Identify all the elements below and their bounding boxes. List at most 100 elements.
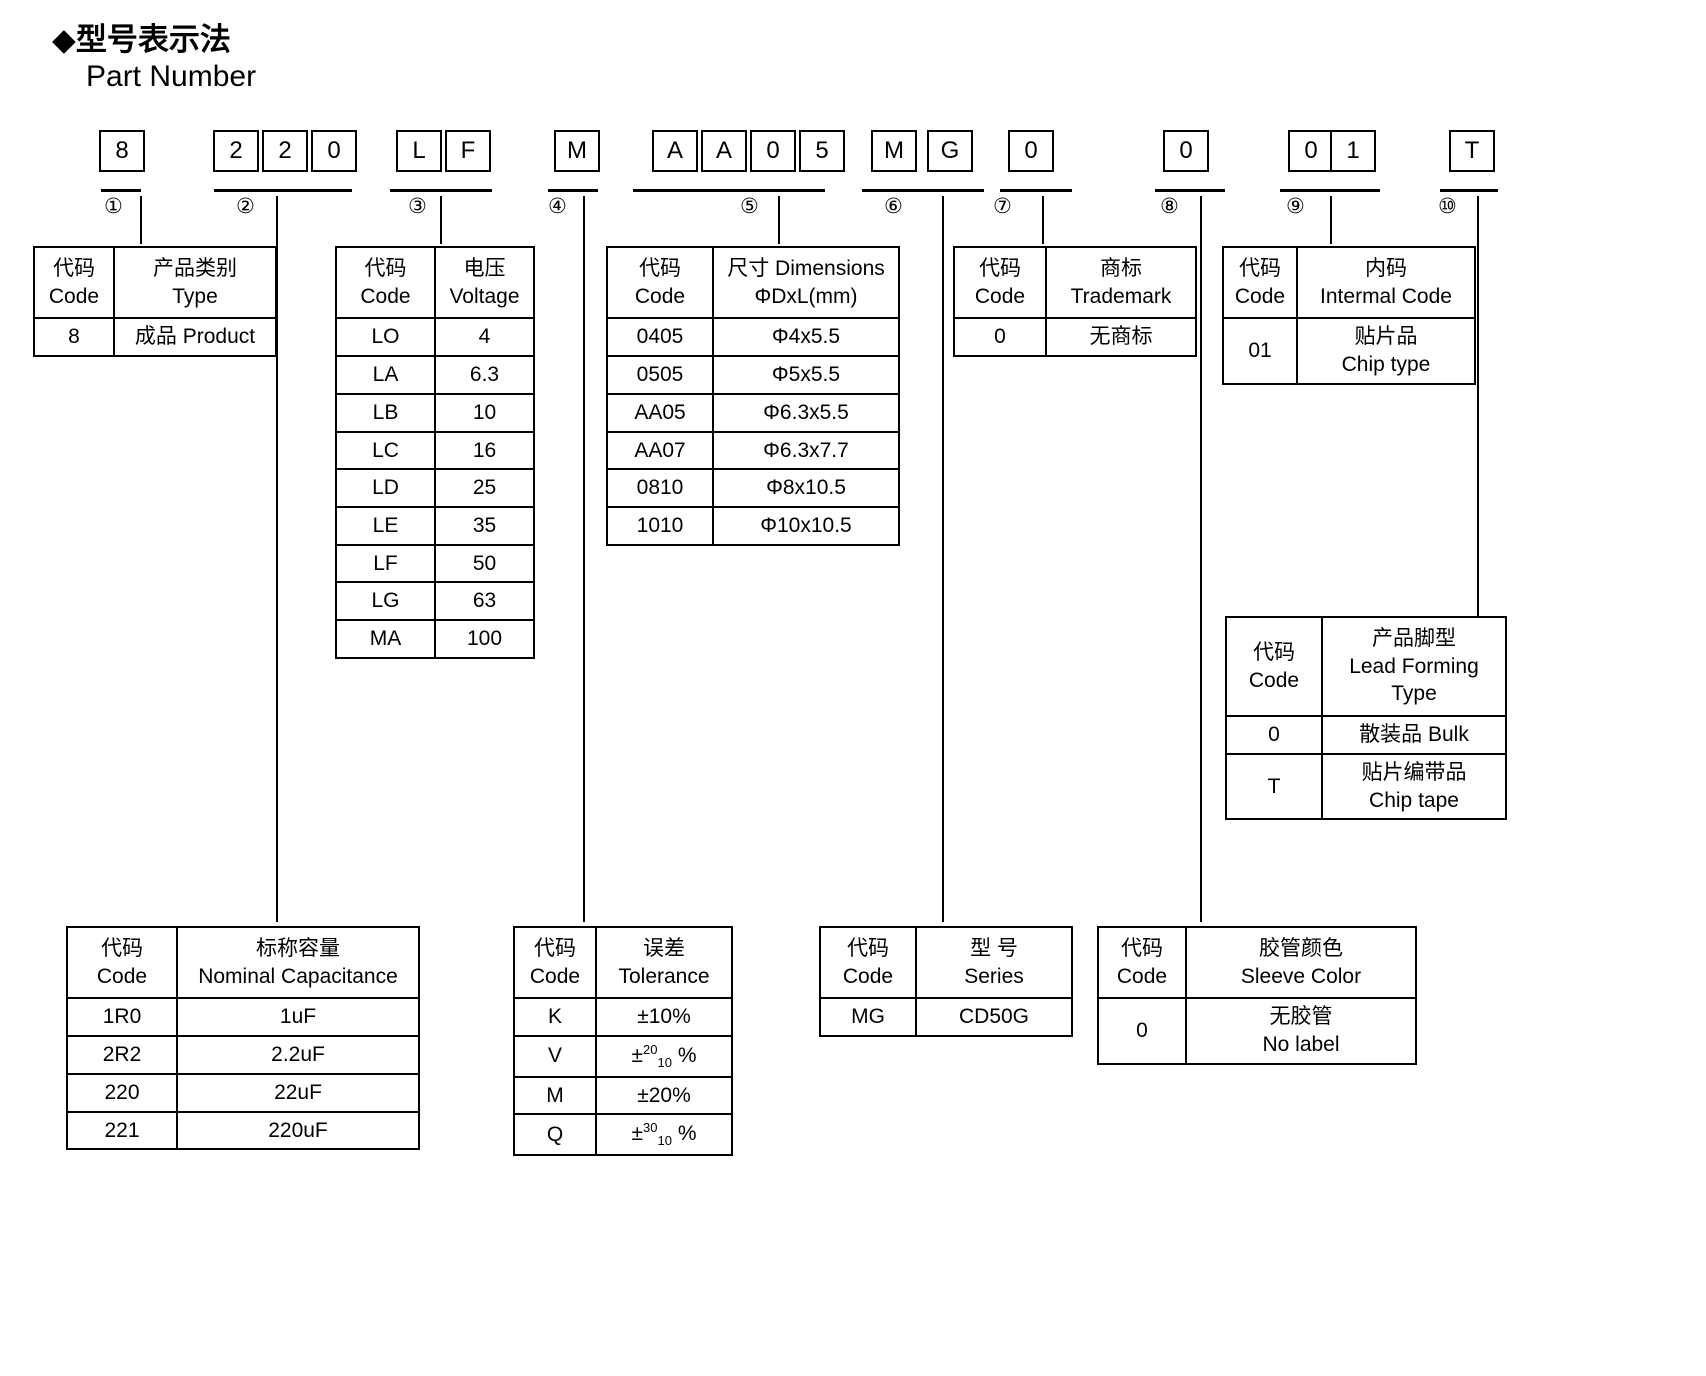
cell-code: LB	[335, 392, 436, 433]
leader-line-8	[1200, 196, 1202, 922]
table-lead-forming-header-label: 产品脚型 Lead Forming Type	[1321, 615, 1507, 718]
cell-code: Q	[513, 1113, 597, 1156]
table-lead-forming: 代码 Code 产品脚型 Lead Forming Type 0 散装品 Bul…	[1225, 615, 1507, 821]
table-series-header-label: 型 号 Series	[915, 925, 1073, 1000]
cell-value: Φ6.3x7.7	[712, 430, 900, 471]
cell-value: 100	[434, 619, 535, 659]
cell-value: 无胶管 No label	[1185, 997, 1417, 1065]
group-index: ③	[408, 195, 427, 218]
group-underline	[633, 189, 825, 192]
table-sleeve-color-header-code: 代码 Code	[1097, 925, 1187, 1000]
pn-char-box: F	[445, 130, 491, 172]
table-capacitance-header-label: 标称容量 Nominal Capacitance	[176, 925, 420, 1000]
group-underline	[1280, 189, 1380, 192]
cell-code: AA07	[606, 430, 714, 471]
cell-value: Φ8x10.5	[712, 468, 900, 509]
cell-value: Φ4x5.5	[712, 317, 900, 358]
cell-value: 4	[434, 317, 535, 358]
cell-code: T	[1225, 752, 1323, 821]
cell-value: 220uF	[176, 1110, 420, 1151]
cell-value: 63	[434, 581, 535, 622]
table-sleeve-color: 代码 Code 胶管颜色 Sleeve Color 0 无胶管 No label	[1097, 925, 1417, 1065]
table-row: T 贴片编带品 Chip tape	[1225, 752, 1507, 821]
group-underline	[101, 189, 141, 192]
cell-value: 2.2uF	[176, 1035, 420, 1075]
table-row: 0 无商标	[953, 317, 1197, 358]
table-row: 0 无胶管 No label	[1097, 997, 1417, 1065]
table-row: 8 成品 Product	[33, 317, 277, 358]
cell-code: 8	[33, 317, 115, 358]
pn-char-box: 5	[799, 130, 845, 172]
cell-value: 22uF	[176, 1072, 420, 1113]
leader-line-1	[140, 196, 142, 244]
leader-line-3	[440, 196, 442, 244]
cell-code: LE	[335, 506, 436, 546]
cell-code: 0	[1225, 715, 1323, 755]
cell-value: Φ6.3x5.5	[712, 392, 900, 433]
pn-char-box: 0	[1163, 130, 1209, 172]
page-title-cn: ◆型号表示法	[52, 22, 231, 57]
group-index: ①	[104, 195, 123, 218]
cell-code: 0505	[606, 355, 714, 395]
group-index: ②	[236, 195, 255, 218]
cell-code: 1R0	[66, 997, 178, 1038]
pn-char-box: T	[1449, 130, 1495, 172]
table-tolerance: 代码 Code 误差 Tolerance K ±10% V ±2010 % M …	[513, 925, 733, 1156]
pn-char-box: M	[871, 130, 917, 172]
table-trademark-header-label: 商标 Trademark	[1045, 245, 1197, 320]
cell-value: ±20%	[595, 1075, 733, 1116]
group-underline	[1155, 189, 1225, 192]
cell-value: 35	[434, 506, 535, 546]
group-underline	[390, 189, 492, 192]
table-internal-code-header-code: 代码 Code	[1222, 245, 1298, 320]
page-title-en: Part Number	[86, 60, 257, 93]
table-voltage-header-code: 代码 Code	[335, 245, 436, 320]
leader-line-2	[276, 196, 278, 922]
group-underline	[1440, 189, 1498, 192]
table-trademark-header-code: 代码 Code	[953, 245, 1047, 320]
group-index: ⑥	[884, 195, 903, 218]
table-tolerance-header-code: 代码 Code	[513, 925, 597, 1000]
group-underline	[862, 189, 984, 192]
cell-code: 220	[66, 1072, 178, 1113]
cell-code: 2R2	[66, 1035, 178, 1075]
cell-code: V	[513, 1035, 597, 1078]
group-index: ④	[548, 195, 567, 218]
table-lead-forming-header-code: 代码 Code	[1225, 615, 1323, 718]
cell-code: LD	[335, 468, 436, 509]
cell-value: 贴片编带品 Chip tape	[1321, 752, 1507, 821]
table-row: 0 散装品 Bulk	[1225, 715, 1507, 755]
pn-char-box: 2	[213, 130, 259, 172]
table-dimensions-header-label: 尺寸 Dimensions ΦDxL(mm)	[712, 245, 900, 320]
table-internal-code: 代码 Code 内码 Intermal Code 01 贴片品 Chip typ…	[1222, 245, 1476, 385]
cell-value: Φ10x10.5	[712, 506, 900, 546]
cell-code: 01	[1222, 317, 1298, 385]
cell-code: LA	[335, 355, 436, 395]
table-row: 01 贴片品 Chip type	[1222, 317, 1476, 385]
cell-code: 0810	[606, 468, 714, 509]
cell-value: CD50G	[915, 997, 1073, 1038]
cell-code: LG	[335, 581, 436, 622]
cell-code: LF	[335, 543, 436, 584]
table-row: M ±20%	[513, 1075, 733, 1116]
leader-line-6	[942, 196, 944, 922]
table-row: MG CD50G	[819, 997, 1073, 1038]
cell-code: 1010	[606, 506, 714, 546]
group-index: ⑧	[1160, 195, 1179, 218]
cell-value: 25	[434, 468, 535, 509]
pn-char-box: 0	[1288, 130, 1334, 172]
